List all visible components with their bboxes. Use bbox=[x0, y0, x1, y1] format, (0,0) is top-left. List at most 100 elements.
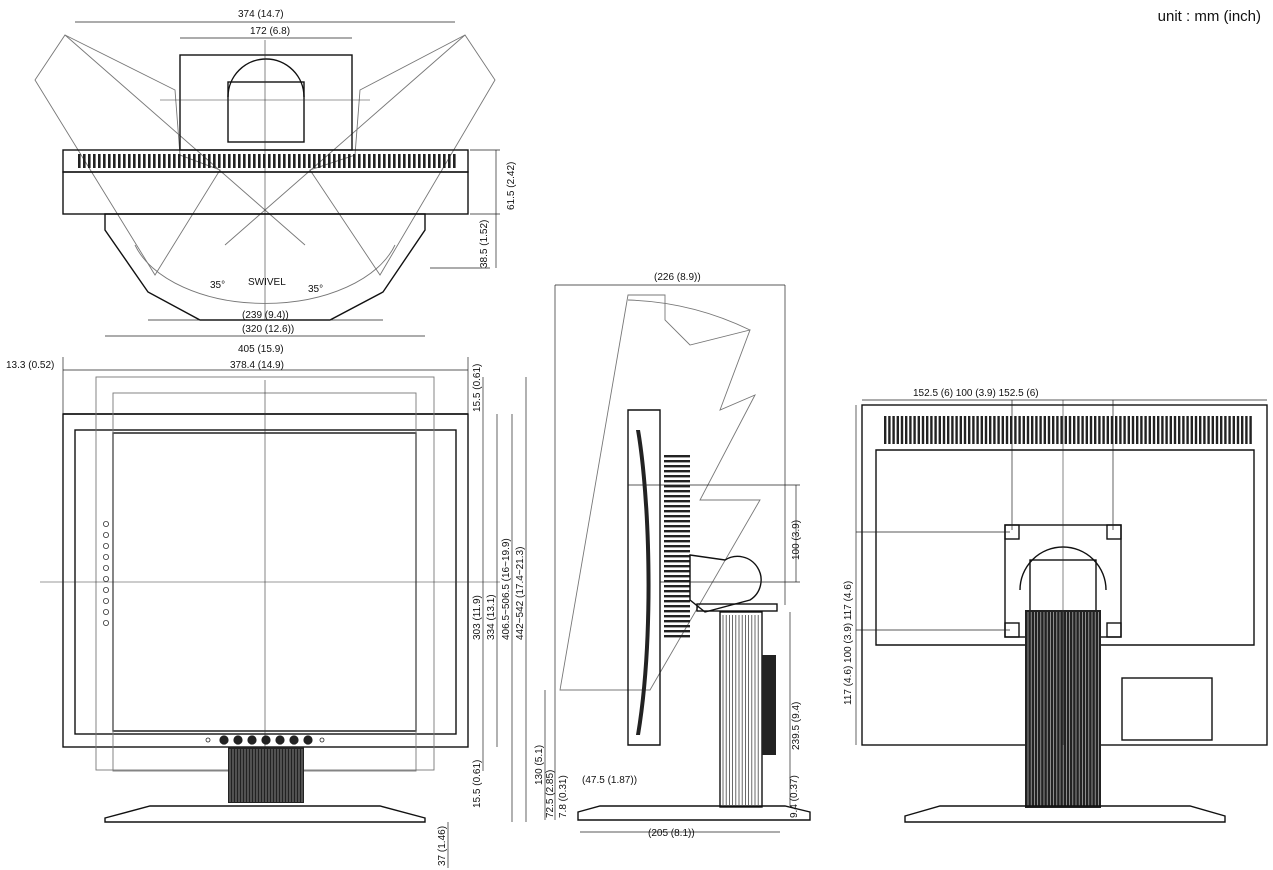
rear-vent-slot bbox=[1106, 416, 1109, 444]
side-vent-slot bbox=[664, 525, 690, 528]
top-vent-slot bbox=[343, 154, 346, 168]
rear-vent-slot bbox=[976, 416, 979, 444]
dim-height-range-2: 442~542 (17.4~21.3) bbox=[515, 547, 526, 640]
top-vent-slot bbox=[123, 154, 126, 168]
top-vent-slot bbox=[248, 154, 251, 168]
side-vent-slot bbox=[664, 515, 690, 518]
top-vent-slot bbox=[418, 154, 421, 168]
top-vent-slot bbox=[318, 154, 321, 168]
rear-vent-slot bbox=[921, 416, 925, 444]
rear-vent-slot bbox=[892, 416, 895, 444]
front-bottom-buttons bbox=[205, 735, 325, 745]
dim-inner-width: 172 (6.8) bbox=[250, 26, 290, 37]
side-vent-slot bbox=[664, 530, 690, 533]
top-vent-slot bbox=[258, 154, 261, 168]
front-side-button-icon bbox=[103, 543, 110, 550]
rear-vent-slot bbox=[989, 416, 992, 444]
front-view: 405 (15.9) 378.4 (14.9) 13.3 (0.52) 15.5… bbox=[6, 344, 527, 868]
rear-vent-slot bbox=[1136, 416, 1139, 444]
panel-top-body bbox=[62, 171, 469, 215]
side-vent-slot bbox=[664, 500, 690, 503]
dim-offset: (47.5 (1.87)) bbox=[582, 775, 637, 786]
dim-screen-width: 378.4 (14.9) bbox=[230, 360, 284, 371]
rear-vent-slot bbox=[1194, 416, 1198, 444]
front-control-button-icon bbox=[319, 737, 325, 743]
side-arm-plate bbox=[696, 603, 778, 612]
top-vent-slot bbox=[128, 154, 131, 168]
rear-vent-slot bbox=[1245, 416, 1248, 444]
front-control-button-icon bbox=[289, 735, 299, 745]
side-vent-slot bbox=[664, 620, 690, 623]
top-vent-slot bbox=[313, 154, 316, 168]
front-side-button-icon bbox=[103, 565, 110, 572]
dim-depth-rear: 38.5 (1.52) bbox=[479, 220, 490, 268]
rear-vent-slot bbox=[980, 416, 983, 444]
dim-height-range-1: 406.5~506.5 (16~19.9) bbox=[501, 538, 512, 640]
front-side-button-icon bbox=[103, 587, 110, 594]
top-vent-slot bbox=[398, 154, 401, 168]
dim-foot: 9.4 (0.37) bbox=[789, 775, 800, 818]
top-vent-slot bbox=[253, 154, 256, 168]
rear-vent-slot bbox=[1018, 416, 1021, 444]
rear-vent-slot bbox=[1094, 416, 1097, 444]
top-vent-slot bbox=[118, 154, 121, 168]
side-vent-slot bbox=[664, 540, 690, 543]
rear-vent-slot bbox=[1190, 416, 1193, 444]
rear-vent-slot bbox=[1077, 416, 1080, 444]
rear-vent-slot bbox=[1220, 416, 1223, 444]
top-vent-slot bbox=[353, 154, 356, 168]
rear-vent-slot bbox=[1098, 416, 1101, 444]
side-vent-slot bbox=[664, 605, 690, 608]
rear-vent-slot bbox=[942, 416, 946, 444]
rear-vent-slot bbox=[1199, 416, 1202, 444]
rear-vent-slot bbox=[1249, 416, 1252, 444]
top-vent-slot bbox=[83, 154, 86, 168]
rear-vent-slot bbox=[1031, 416, 1034, 444]
front-side-button-icon bbox=[103, 554, 110, 561]
top-vent-slot bbox=[308, 154, 311, 168]
top-vent-slot bbox=[358, 154, 361, 168]
side-column-back bbox=[762, 655, 776, 755]
rear-vent-slot bbox=[884, 416, 887, 444]
side-vent-slot bbox=[664, 565, 690, 568]
stand-top-outline bbox=[179, 54, 353, 151]
dim-lift-3: 7.8 (0.31) bbox=[558, 775, 569, 818]
side-vent-slot bbox=[664, 470, 690, 473]
dim-base-offset: 37 (1.46) bbox=[437, 826, 448, 866]
top-vent-slot bbox=[428, 154, 431, 168]
rear-vent-slot bbox=[1207, 416, 1210, 444]
rear-vent-slot bbox=[909, 416, 912, 444]
swivel-label: SWIVEL bbox=[248, 277, 286, 288]
rear-vent-slot bbox=[1123, 416, 1126, 444]
rear-vent-slot bbox=[1178, 416, 1181, 444]
rear-vent-slot bbox=[1043, 416, 1046, 444]
rear-vent-slot bbox=[1152, 416, 1156, 444]
top-vent-slots bbox=[78, 154, 456, 168]
side-vent-slot bbox=[664, 630, 690, 633]
rear-vent-slot bbox=[900, 416, 904, 444]
swivel-right-angle: 35° bbox=[308, 284, 323, 295]
top-vent-slot bbox=[228, 154, 231, 168]
side-vent-slot bbox=[664, 485, 690, 488]
side-panel-curve bbox=[636, 430, 651, 735]
tilt-arc bbox=[627, 299, 751, 331]
dim-rear-side-spacing: 117 (4.6) 100 (3.9) 117 (4.6) bbox=[843, 581, 854, 705]
top-vent-slot bbox=[153, 154, 156, 168]
rear-vent-slot bbox=[1014, 416, 1017, 444]
top-vent-slot bbox=[408, 154, 411, 168]
top-vent-slot bbox=[88, 154, 91, 168]
rear-label-plate bbox=[1121, 677, 1213, 741]
top-vent-slot bbox=[383, 154, 386, 168]
dim-panel-height: 334 (13.1) bbox=[486, 594, 497, 640]
rear-vent-slot bbox=[963, 416, 967, 444]
dim-lift-2: 72.5 (2.85) bbox=[545, 770, 556, 818]
rear-vent-slot bbox=[1010, 416, 1013, 444]
dim-rear-top-spacing: 152.5 (6) 100 (3.9) 152.5 (6) bbox=[913, 388, 1039, 399]
side-vent-slot bbox=[664, 505, 690, 508]
rear-vent-slot bbox=[951, 416, 954, 444]
side-vent-slot bbox=[664, 510, 690, 513]
rear-vent-slot bbox=[984, 416, 988, 444]
top-vent-slot bbox=[213, 154, 216, 168]
side-vent-slot bbox=[664, 545, 690, 548]
